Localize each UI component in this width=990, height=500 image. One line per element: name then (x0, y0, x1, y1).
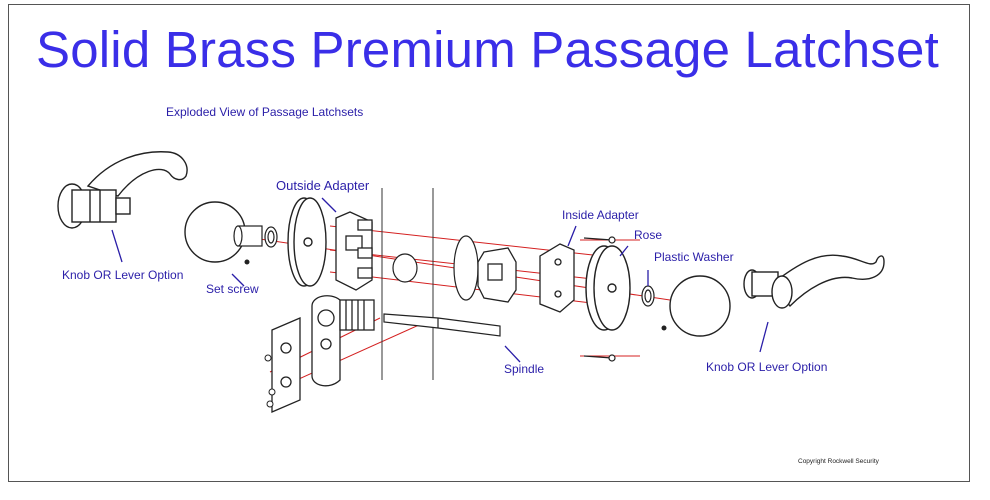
leader-lines (111, 197, 769, 363)
door-edges (381, 188, 434, 380)
diagram-subtitle: Exploded View of Passage Latchsets (166, 105, 364, 119)
right-lever-part (743, 254, 885, 309)
latch-screws (264, 354, 276, 408)
label-rose: Rose (634, 228, 663, 242)
diagram-frame (8, 4, 970, 482)
outside-rose-part (287, 197, 327, 287)
label-set-screw: Set screw (206, 282, 259, 296)
label-plastic-washer: Plastic Washer (654, 250, 734, 264)
copyright-text: Copyright Rockwell Security (798, 458, 879, 465)
label-knob-lever-left: Knob OR Lever Option (62, 268, 184, 282)
outside-adapter-part (335, 211, 373, 291)
inside-adapter-part (539, 243, 575, 313)
mounting-screws (583, 236, 616, 362)
latch-body-part (271, 295, 375, 413)
diagram-title: Solid Brass Premium Passage Latchset (36, 21, 939, 78)
inside-cam-part (477, 247, 517, 303)
right-knob-part (669, 275, 731, 337)
label-inside-adapter: Inside Adapter (562, 208, 639, 222)
spindle-part (383, 313, 501, 337)
door-face-ring (453, 235, 479, 301)
outside-sleeve-part (233, 225, 278, 248)
left-lever-part (57, 151, 188, 229)
door-bore-hole (392, 253, 418, 283)
inside-rose-part (585, 245, 631, 331)
label-spindle: Spindle (504, 362, 545, 376)
plastic-washer-part (641, 285, 655, 307)
label-knob-lever-right: Knob OR Lever Option (706, 360, 828, 374)
label-outside-adapter: Outside Adapter (276, 178, 370, 193)
